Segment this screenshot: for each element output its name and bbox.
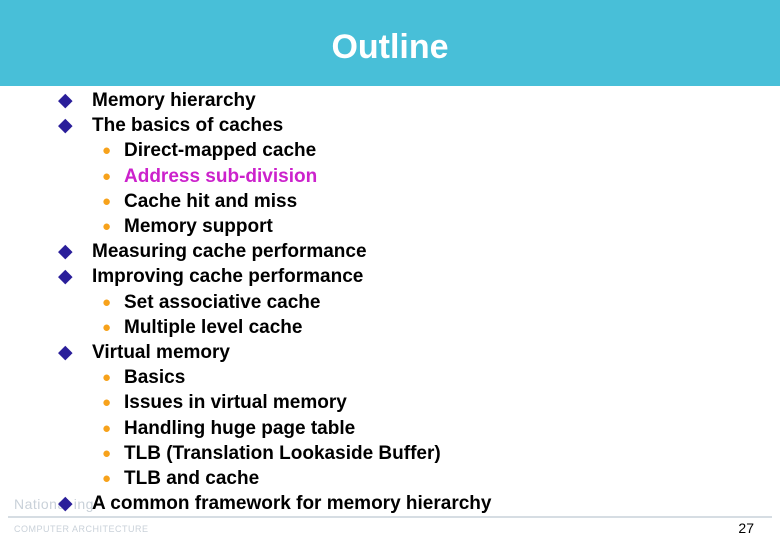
dot-bullet-icon: ● <box>102 218 112 235</box>
outline-item: ◆ The basics of caches <box>58 113 283 138</box>
outline-item-text: TLB (Translation Lookaside Buffer) <box>124 442 441 464</box>
outline-item-text: Address sub-division <box>124 165 318 187</box>
outline-item-text: Measuring cache performance <box>92 241 367 263</box>
outline-subitem: ● Issues in virtual memory <box>102 390 347 415</box>
footer-divider <box>8 516 772 518</box>
watermark-line-1: National ing <box>14 496 94 512</box>
outline-item-text: Issues in virtual memory <box>124 392 347 414</box>
outline-subitem: ● Set associative cache <box>102 290 320 315</box>
slide-title: Outline <box>331 28 449 66</box>
diamond-bullet-icon: ◆ <box>58 493 73 515</box>
slide-header: Outline <box>0 0 780 86</box>
dot-bullet-icon: ● <box>102 142 112 160</box>
diamond-bullet-icon: ◆ <box>58 342 73 363</box>
outline-subitem: ● Basics <box>102 365 185 390</box>
dot-bullet-icon: ● <box>102 167 112 185</box>
outline-item-text: Cache hit and miss <box>124 190 298 212</box>
diamond-bullet-icon: ◆ <box>58 115 73 137</box>
outline-item-text: Virtual memory <box>92 342 230 363</box>
outline-item: ◆ Virtual memory <box>58 340 230 365</box>
diamond-bullet-icon: ◆ <box>58 266 73 288</box>
dot-bullet-icon: ● <box>102 192 112 210</box>
dot-bullet-icon: ● <box>102 293 112 311</box>
dot-bullet-icon: ● <box>102 444 112 462</box>
dot-bullet-icon: ● <box>102 394 112 412</box>
outline-item-text: Handling huge page table <box>124 417 356 439</box>
outline-item: ◆ Measuring cache performance <box>58 239 367 264</box>
dot-bullet-icon: ● <box>102 419 112 437</box>
outline-item: ◆ Memory hierarchy <box>58 88 256 113</box>
outline-subitem: ● Address sub-division <box>102 164 317 189</box>
outline-subitem: ● Multiple level cache <box>102 315 302 340</box>
outline-item-text: A common framework for memory hierarchy <box>92 493 492 515</box>
outline-item-text: Memory hierarchy <box>92 90 256 111</box>
outline-subitem: ● TLB and cache <box>102 466 259 491</box>
diamond-bullet-icon: ◆ <box>58 241 73 263</box>
watermark-line-2: COMPUTER ARCHITECTURE <box>14 524 149 534</box>
outline-item-text: Improving cache performance <box>92 266 364 288</box>
watermark-logo: National ing COMPUTER ARCHITECTURE <box>14 496 149 537</box>
outline-subitem: ● Memory support <box>102 214 273 239</box>
diamond-bullet-icon: ◆ <box>58 90 73 111</box>
outline-item: ◆ A common framework for memory hierarchy <box>58 491 491 516</box>
outline-item-text: Multiple level cache <box>124 316 303 338</box>
page-number: 27 <box>738 520 754 536</box>
outline-item-text: TLB and cache <box>124 468 260 489</box>
dot-bullet-icon: ● <box>102 318 112 336</box>
dot-bullet-icon: ● <box>102 470 112 487</box>
outline-subitem: ● TLB (Translation Lookaside Buffer) <box>102 441 441 466</box>
outline-subitem: ● Cache hit and miss <box>102 189 297 214</box>
outline-item-text: Basics <box>124 367 186 389</box>
outline-item: ◆ Improving cache performance <box>58 264 363 289</box>
outline-subitem: ● Handling huge page table <box>102 416 355 441</box>
dot-bullet-icon: ● <box>102 369 112 387</box>
outline-subitem: ● Direct-mapped cache <box>102 138 316 163</box>
outline-item-text: The basics of caches <box>92 115 284 137</box>
outline-item-text: Memory support <box>124 216 273 237</box>
outline-item-text: Set associative cache <box>124 291 321 313</box>
outline-item-text: Direct-mapped cache <box>124 140 317 162</box>
